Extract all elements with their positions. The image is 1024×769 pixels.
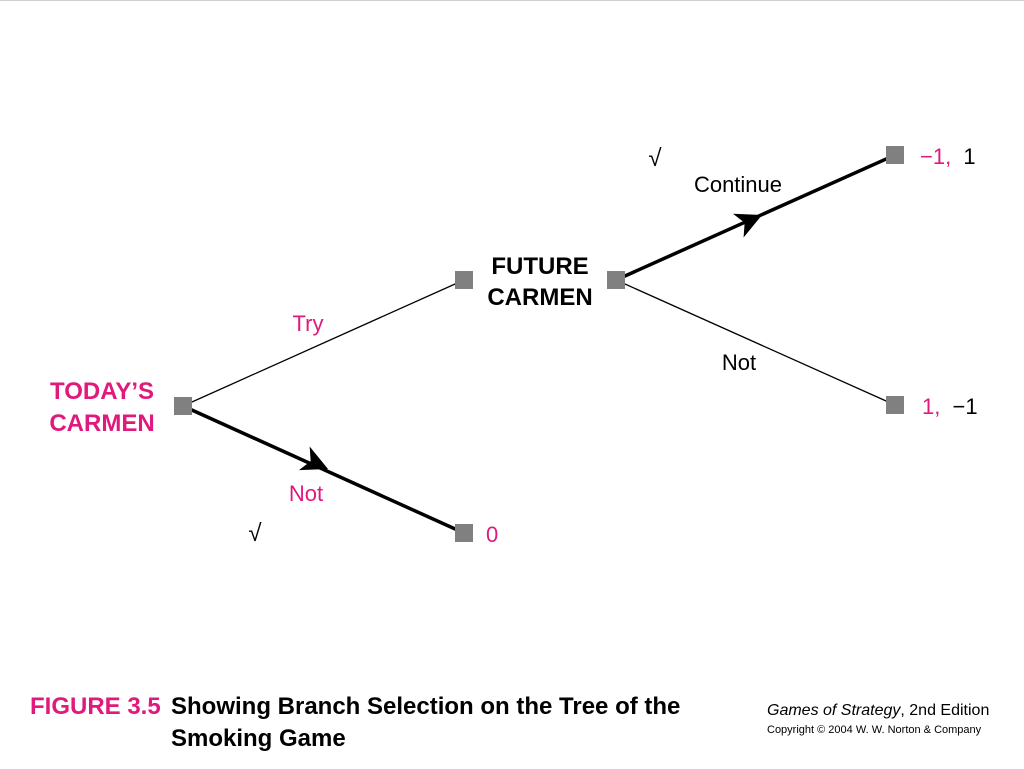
book-edition: , 2nd Edition [900,702,990,719]
branch-label-not-future: Not [722,350,756,375]
node-todays-carmen [174,397,192,415]
future-carmen-label-line1: FUTURE [491,253,588,280]
todays-carmen-label-line1: TODAY’S [50,378,154,405]
figure-title-line1: Showing Branch Selection on the Tree of … [171,693,681,720]
book-copyright: Copyright © 2004 W. W. Norton & Company [767,724,982,736]
branch-not-today [182,404,465,535]
branch-label-try: Try [293,311,324,336]
payoff-not-future-first: 1, [922,394,940,419]
branch-try [182,279,465,407]
future-carmen-label-line2: CARMEN [487,284,592,311]
book-credit: Games of Strategy, 2nd Edition Copyright… [767,701,1017,739]
todays-carmen-label-line2: CARMEN [49,410,154,437]
payoff-not-future: 1, −1 [922,394,978,419]
payoff-continue-second: 1 [963,144,975,169]
check-mark-not-today: √ [248,520,262,547]
payoff-continue: −1, 1 [920,144,976,169]
node-terminal-continue [886,146,904,164]
book-title: Games of Strategy [767,702,901,719]
payoff-continue-first: −1, [920,144,951,169]
node-terminal-not-today [455,524,473,542]
arrowhead-continue [732,213,762,238]
payoff-not-future-second: −1 [952,394,977,419]
node-terminal-not-future [886,396,904,414]
payoff-not-today: 0 [486,522,498,547]
figure-label: FIGURE 3.5 [30,693,161,720]
node-future-carmen [455,271,473,289]
check-mark-continue: √ [648,145,662,172]
arrowhead-not-today [298,446,328,471]
book-title-line: Games of Strategy, 2nd Edition [767,701,1017,721]
node-future-carmen-decision [607,271,625,289]
branch-not-future [615,279,896,406]
branch-label-not-today: Not [289,481,323,506]
figure-title-line2: Smoking Game [171,725,346,752]
branch-label-continue: Continue [694,172,782,197]
